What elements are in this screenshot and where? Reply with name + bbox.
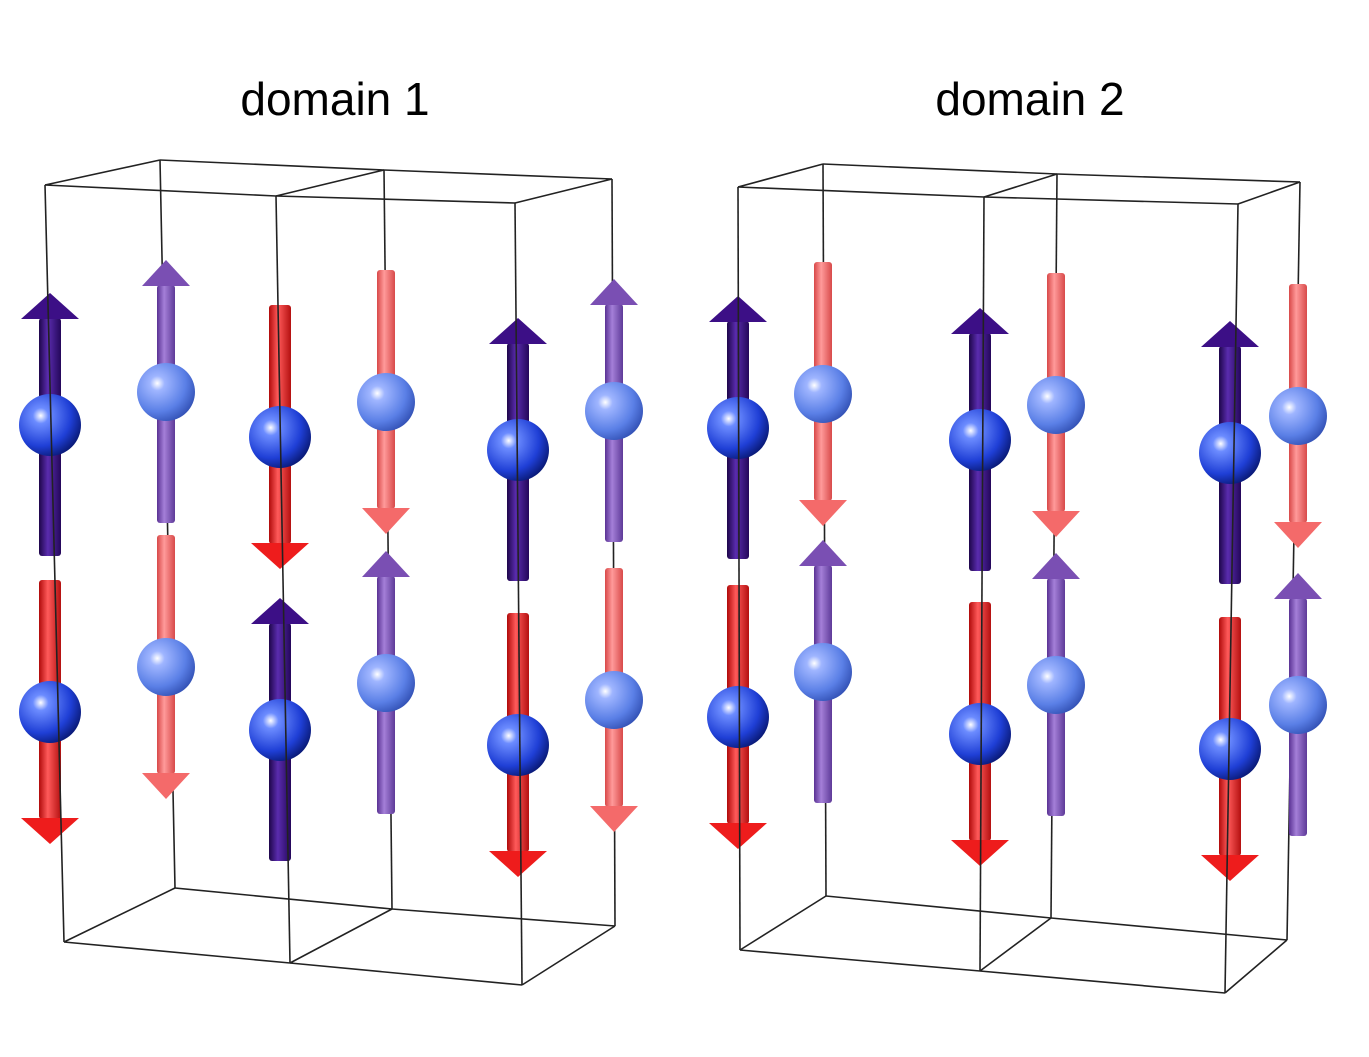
domain-1-atom xyxy=(137,363,195,421)
cell-edge xyxy=(174,887,393,910)
domain-1-atom xyxy=(585,671,643,729)
cell-edge xyxy=(825,895,1052,919)
arrow-head xyxy=(489,318,547,344)
domain-1-atom xyxy=(19,394,81,456)
domain-2-atom xyxy=(949,409,1011,471)
arrow-head xyxy=(951,308,1009,334)
cell-edge xyxy=(983,173,1058,198)
cell-edge xyxy=(822,163,1058,175)
cell-edge xyxy=(979,196,985,972)
domain-2-atom xyxy=(1199,718,1261,780)
arrow-head xyxy=(21,818,79,844)
cell-edge xyxy=(44,159,161,186)
arrow-head xyxy=(1201,321,1259,347)
arrow-head xyxy=(709,823,767,849)
cell-edge xyxy=(289,962,523,986)
arrow-head xyxy=(799,500,847,526)
cell-edge xyxy=(1224,939,1288,994)
domain-2-atom xyxy=(1027,376,1085,434)
arrow-head xyxy=(1201,855,1259,881)
cell-edge xyxy=(44,184,277,197)
arrow-head xyxy=(799,540,847,566)
cell-edge xyxy=(1237,181,1301,205)
domain-2-atom xyxy=(707,686,769,748)
domain-1-atom xyxy=(357,373,415,431)
cell-edge xyxy=(275,169,385,197)
arrow-head xyxy=(1274,573,1322,599)
domain-1-atom xyxy=(249,699,311,761)
domain-2-atom xyxy=(1199,422,1261,484)
cell-edge xyxy=(739,895,827,951)
domain-2-atom xyxy=(949,703,1011,765)
arrow-head xyxy=(1274,522,1322,548)
panel-title-domain-1: domain 1 xyxy=(240,73,430,125)
cell-edge xyxy=(1056,173,1301,183)
cell-edge xyxy=(521,925,616,986)
domain-2-atom xyxy=(794,365,852,423)
domain-2-atom xyxy=(1269,676,1327,734)
domain-1-atom xyxy=(357,654,415,712)
arrow-head xyxy=(362,551,410,577)
domain-1-atom xyxy=(487,714,549,776)
arrow-head xyxy=(251,598,309,624)
cell-edge xyxy=(289,908,393,964)
cell-edge xyxy=(63,941,291,964)
cell-edge xyxy=(1224,203,1239,994)
arrow-head xyxy=(251,543,309,569)
arrow-head xyxy=(362,508,410,534)
arrow-head xyxy=(21,293,79,319)
cell-edge xyxy=(275,195,291,964)
arrow-head xyxy=(1032,553,1080,579)
cell-edge xyxy=(514,202,523,986)
domain-1-atom xyxy=(137,638,195,696)
cell-edge xyxy=(391,908,616,927)
cell-edge xyxy=(737,186,741,951)
cell-edge xyxy=(979,917,1052,972)
cell-edge xyxy=(275,195,516,204)
panel-title-domain-2: domain 2 xyxy=(935,73,1125,125)
cell-edge xyxy=(159,159,385,171)
arrow-head xyxy=(489,851,547,877)
cell-edge xyxy=(737,186,985,198)
cell-edge xyxy=(1050,917,1288,941)
cell-edge xyxy=(979,970,1226,994)
domain-2-atom xyxy=(1269,387,1327,445)
arrow-head xyxy=(142,773,190,799)
cell-edge xyxy=(514,178,613,204)
cell-edge xyxy=(44,184,65,943)
cell-edge xyxy=(983,196,1239,205)
arrow-head xyxy=(590,806,638,832)
domain-2-atom xyxy=(794,643,852,701)
arrow-head xyxy=(1032,511,1080,537)
domain-1-atom xyxy=(585,382,643,440)
cell-edge xyxy=(63,887,176,943)
cell-edge xyxy=(739,949,981,972)
arrow-head xyxy=(590,279,638,305)
cell-edge xyxy=(383,169,613,180)
arrow-head xyxy=(142,260,190,286)
domain-2-atom xyxy=(1027,656,1085,714)
cell-edge xyxy=(737,163,824,188)
domain-1-atom xyxy=(19,681,81,743)
